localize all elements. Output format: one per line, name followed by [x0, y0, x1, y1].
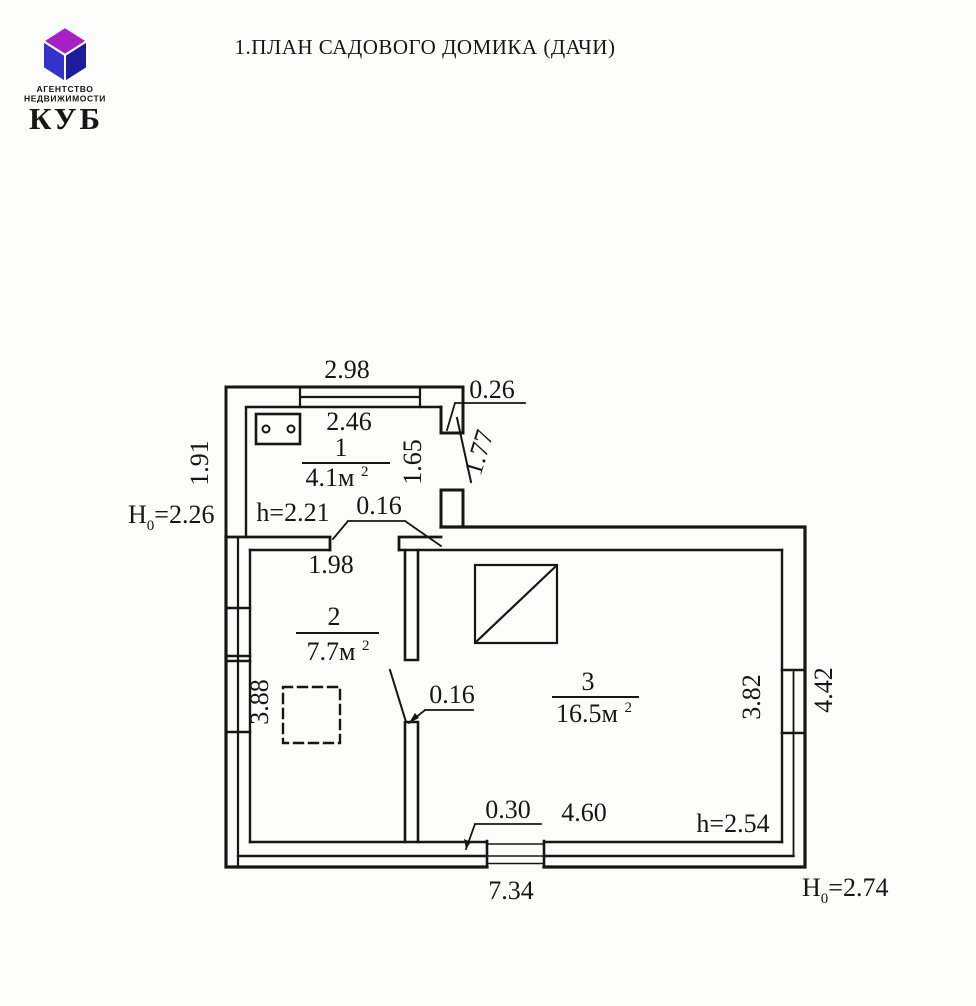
annex-walls: [224, 385, 473, 539]
dim-bottom-wall-thickness: 0.30: [485, 795, 531, 824]
entrance-door: [485, 839, 546, 869]
partition-lower-segment: [403, 720, 420, 844]
cellar-hatch: [473, 563, 559, 645]
page-title: 1.ПЛАН САДОВОГО ДОМИКА (ДАЧИ): [235, 35, 616, 59]
leader-annex-corner-wall: [445, 401, 526, 432]
arrowhead-partition: [409, 713, 419, 723]
dim-bottom-outer-width: 7.34: [488, 876, 534, 905]
room-2-area-sup: 2: [362, 638, 370, 654]
annex-height-sub: 0: [147, 518, 155, 534]
room-1-ceiling-height: h=2.21: [256, 498, 329, 527]
annex-height-value: =2.26: [154, 500, 214, 529]
left-wall-window-dividers: [224, 606, 252, 734]
annex-door-leaf: [455, 416, 473, 484]
plan-labels: 2.98 0.26 2.46 1 4.1м 2 1.91 1.65 1.77 H…: [128, 355, 888, 907]
dim-room2-left-height: 3.88: [245, 679, 274, 725]
dimension-leaders: [331, 401, 542, 851]
room-1-area: 4.1м 2: [306, 463, 369, 492]
house-height-value: =2.74: [828, 873, 888, 902]
room-1-area-value: 4.1м: [306, 463, 355, 492]
dim-annex-entry-diagonal: 1.77: [458, 427, 499, 479]
dim-room3-right-height: 3.82: [737, 674, 766, 720]
arrowhead-bottom-wall: [464, 839, 471, 849]
leader-arrowheads: [409, 713, 471, 849]
room-1-number: 1: [335, 433, 348, 462]
room-3-area: 16.5м 2: [556, 699, 632, 728]
meter-box-outline: [254, 412, 302, 446]
main-outer-wall: [224, 525, 807, 869]
electric-meter-box: [254, 412, 302, 446]
cube-logo-icon: [42, 26, 88, 83]
meter-terminal-right: [286, 424, 296, 434]
dim-annex-right-inner: 1.65: [398, 439, 427, 485]
room-label-fraction-lines: [296, 462, 639, 698]
entrance-door-threshold: [486, 843, 545, 865]
room-3-area-value: 16.5м: [556, 699, 618, 728]
room-1-area-sup: 2: [361, 464, 369, 480]
entrance-door-jambs: [485, 839, 546, 869]
dim-annex-height: H0=2.26: [128, 500, 214, 534]
annex-entry-pillar: [439, 488, 465, 529]
leader-front-wall-thickness: [331, 519, 443, 548]
room-3-ceiling-height: h=2.54: [696, 809, 769, 838]
dim-partition-thickness: 0.16: [429, 680, 475, 709]
agency-brand-name: КУБ: [29, 101, 103, 136]
windows: [224, 606, 807, 857]
room-3-area-sup: 2: [624, 700, 632, 716]
room-2-area: 7.7м 2: [307, 637, 370, 666]
annex-outer-wall: [224, 385, 465, 539]
dim-house-height: H0=2.74: [802, 873, 888, 907]
agency-label-line1: АГЕНТСТВО: [36, 84, 93, 94]
meter-terminal-left: [261, 424, 271, 434]
cellar-hatch-diagonal: [475, 565, 557, 643]
dim-bottom-right-width: 4.60: [561, 798, 607, 827]
dim-annex-left-side: 1.91: [185, 440, 214, 486]
annex-height-base: H: [128, 500, 147, 529]
dim-front-wall-thickness: 0.16: [356, 491, 402, 520]
house-height-sub: 0: [821, 891, 829, 907]
dim-annex-corner-wall: 0.26: [469, 375, 515, 404]
partition-door-leaf: [388, 668, 408, 724]
annex-inner-wall: [244, 405, 443, 539]
room-2-area-value: 7.7м: [307, 637, 356, 666]
agency-label-line2: НЕДВИЖИМОСТИ: [24, 94, 106, 104]
top-wall-outer-segments: [224, 535, 443, 552]
dim-right-side-outer: 4.42: [809, 667, 838, 713]
partition-wall: [388, 548, 420, 844]
dim-room2-top-width: 1.98: [308, 550, 354, 579]
dim-annex-top-outer: 2.98: [324, 355, 370, 384]
annex-top-window: [298, 385, 422, 409]
room-3-number: 3: [582, 667, 595, 696]
room-2-number: 2: [328, 602, 341, 631]
main-building-walls: [224, 525, 807, 869]
stove-dashed-outline: [281, 685, 342, 745]
dim-annex-top-inner: 2.46: [326, 407, 372, 436]
house-height-base: H: [802, 873, 821, 902]
leader-bottom-wall-thickness: [464, 822, 542, 851]
agency-logo: АГЕНТСТВО НЕДВИЖИМОСТИ КУБ: [24, 26, 106, 136]
cube-left-face: [42, 40, 66, 83]
cellar-hatch-outline: [473, 563, 559, 645]
partition-upper-segment: [403, 548, 420, 662]
